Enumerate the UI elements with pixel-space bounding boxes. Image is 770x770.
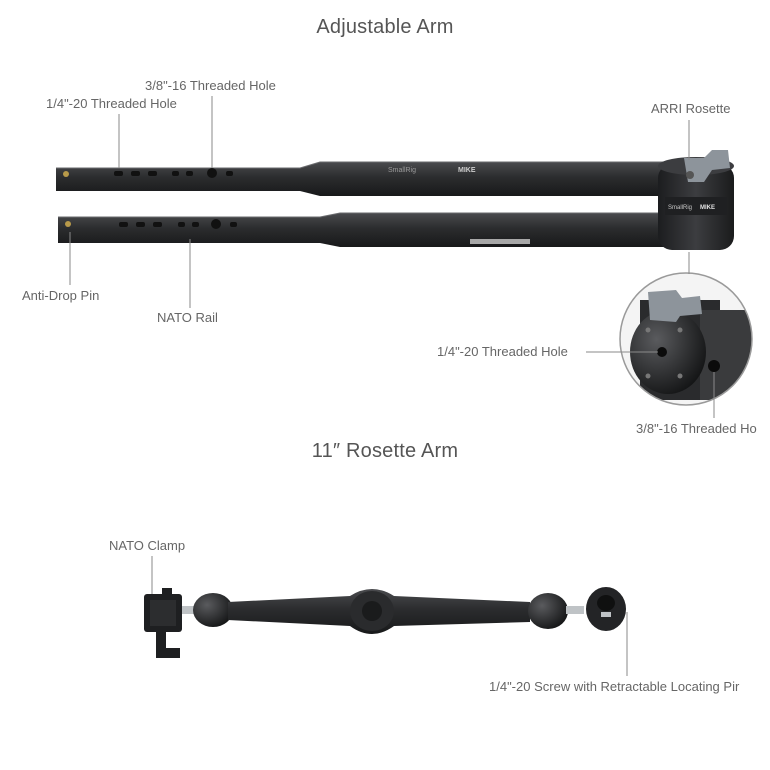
engraving-brand: SmallRig	[388, 167, 416, 174]
rosette-knob	[684, 150, 730, 182]
svg-text:MIKE: MIKE	[700, 205, 715, 211]
nato-clamp	[144, 588, 194, 658]
detail-hole-38	[708, 360, 720, 372]
engraving-model: MIKE	[458, 167, 476, 174]
rosette-arm-title: 11″ Rosette Arm	[311, 440, 459, 462]
label-14-threaded-hole-detail: 1/4"-20 Threaded Hole	[437, 344, 568, 359]
label-nato-rail: NATO Rail	[157, 310, 218, 325]
anti-drop-pin-upper	[63, 171, 69, 177]
upper-arm: SmallRig MIKE	[56, 161, 690, 196]
label-anti-drop-pin: Anti-Drop Pin	[22, 288, 100, 303]
anti-drop-pin-lower	[65, 221, 71, 227]
leader-lines	[69, 96, 715, 676]
label-38-threaded-hole-detail: 3/8"-16 Threaded Ho	[636, 421, 757, 436]
svg-text:SmallRig: SmallRig	[668, 205, 692, 211]
arri-rosette-head: SmallRig MIKE	[658, 150, 734, 250]
label-screw-locating-pin: 1/4"-20 Screw with Retractable Locating …	[489, 679, 740, 694]
label-arri-rosette: ARRI Rosette	[651, 101, 731, 116]
label-38-threaded-hole-top: 3/8"-16 Threaded Hole	[145, 78, 276, 93]
adjustable-arm-title: Adjustable Arm	[316, 16, 454, 38]
nato-rail-slot	[470, 239, 530, 244]
detail-hole-14	[657, 347, 667, 357]
lower-arm	[58, 212, 690, 247]
label-nato-clamp: NATO Clamp	[109, 538, 186, 553]
rosette-arm	[144, 587, 626, 658]
rosette-detail-circle	[619, 272, 753, 406]
label-14-threaded-hole-top: 1/4"-20 Threaded Hole	[46, 96, 177, 111]
